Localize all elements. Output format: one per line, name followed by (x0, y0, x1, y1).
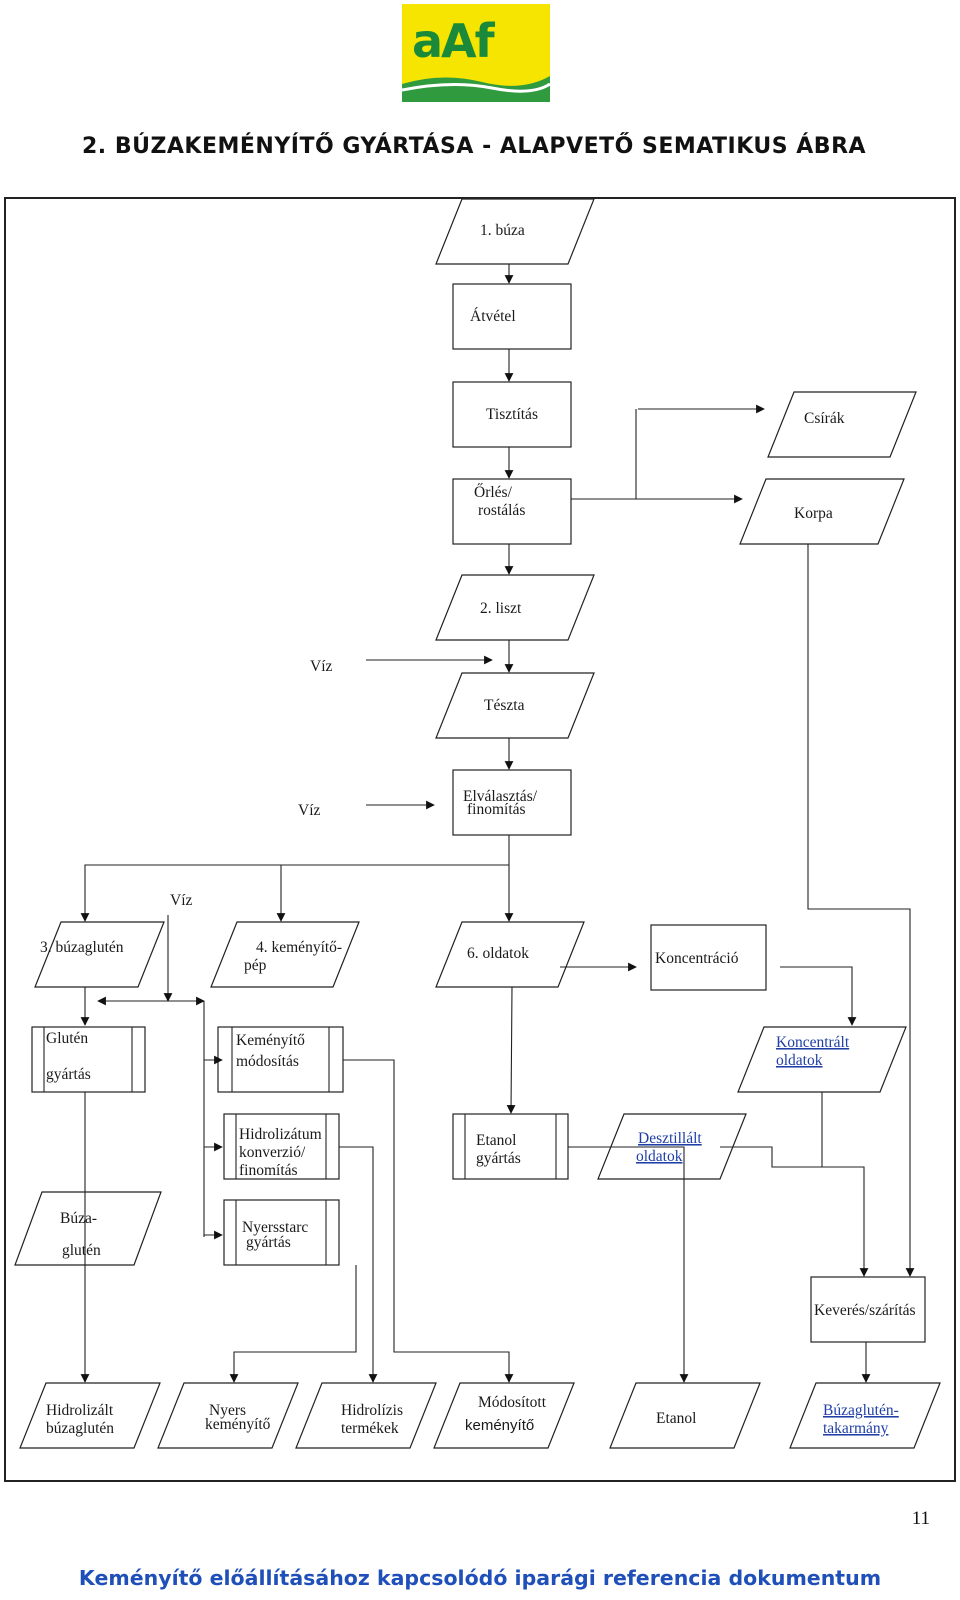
node-elvalasztas-label-1: Elválasztás/ (463, 788, 538, 805)
node-elvalasztas: Elválasztás/ finomítás (452, 769, 572, 836)
arrow-kemmod-out4 (343, 1059, 514, 1383)
output-etanol: Etanol (609, 1382, 761, 1449)
node-buza-gluten: Búza- glutén (14, 1191, 162, 1266)
output-hidrolizis-termekek-label-1: Hidrolízis (341, 1402, 403, 1419)
node-buza-gluten-label-1: Búza- (60, 1210, 97, 1227)
node-buzaglut: 3. búzaglutén (34, 921, 165, 988)
node-keveres-szaritas-label: Keverés/szárítás (814, 1302, 916, 1319)
node-hidrolizatum-label-1: Hidrolizátum (239, 1126, 322, 1143)
node-koncentracio-label: Koncentráció (655, 950, 739, 967)
node-etanol-gyartas: Etanol gyártás (452, 1113, 569, 1180)
output-nyers-kemenyito: Nyers keményítő (157, 1382, 299, 1449)
node-kemenyito-modositas-label-2: módosítás (236, 1053, 299, 1070)
viz-label-3: Víz (170, 892, 193, 909)
arrow-oldatok-etanol (506, 986, 516, 1114)
node-teszta-label: Tészta (484, 697, 525, 714)
line-split (80, 835, 510, 922)
output-etanol-label: Etanol (656, 1410, 696, 1427)
node-keveres-szaritas: Keverés/szárítás (810, 1276, 926, 1343)
node-kemenyito-pep-label-1: 4. keményítő- (256, 939, 342, 956)
page-title: 2. BÚZAKEMÉNYÍTŐ GYÁRTÁSA - ALAPVETŐ SEM… (82, 134, 867, 159)
node-gluten-gyartas: Glutén gyártás (31, 1026, 146, 1093)
output-hidrolizis-termekek: Hidrolízis termékek (295, 1382, 437, 1449)
arrow-nyersstarc-out2 (229, 1265, 357, 1383)
node-csirak-label: Csírák (804, 410, 845, 427)
node-teszta: Tészta (435, 672, 595, 739)
viz-label-2: Víz (298, 802, 321, 819)
node-kemenyito-modositas: Keményítő módosítás (217, 1026, 344, 1093)
node-oldatok-label: 6. oldatok (467, 945, 529, 962)
node-orles-label-2: rostálás (478, 502, 525, 519)
node-koncentracio: Koncentráció (650, 924, 767, 991)
output-hidrolizalt-buzagluten: Hidrolizált búzaglutén (19, 1382, 161, 1449)
node-buza-label: 1. búza (480, 222, 525, 239)
node-korpa-label: Korpa (794, 505, 833, 522)
flowchart: 1. búza Átvétel Tisztítás Csírák Őrlés/ … (4, 197, 956, 1482)
logo-wave-graphic (402, 76, 550, 102)
footer-title: Keményítő előállításához kapcsolódó ipar… (78, 1566, 882, 1590)
flowchart-frame: 1. búza Átvétel Tisztítás Csírák Őrlés/ … (4, 197, 956, 1482)
node-nyersstarc-label-2: gyártás (246, 1234, 291, 1251)
node-gluten-gyartas-label-2: gyártás (46, 1066, 91, 1083)
node-buza: 1. búza (435, 198, 595, 265)
node-koncentralt-oldatok-label-2: oldatok (776, 1052, 823, 1069)
node-desztillalt-oldatok-label-2: oldatok (636, 1148, 683, 1165)
node-atvetel: Átvétel (452, 283, 572, 350)
node-kemenyito-pep-label-2: pép (244, 957, 267, 974)
node-kemenyito-pep: 4. keményítő- pép (210, 921, 360, 988)
node-korpa: Korpa (739, 478, 905, 545)
output-nyers-kemenyito-label-2: keményítő (205, 1416, 271, 1433)
diagram-border (4, 197, 956, 1482)
node-elvalasztas-label-2: finomítás (467, 801, 526, 818)
output-modositott-kemenyito: Módosított keményítő (433, 1382, 575, 1449)
output-hidrolizalt-buzagluten-label-1: Hidrolizált (46, 1402, 114, 1419)
node-orles: Őrlés/ rostálás (452, 478, 572, 545)
node-hidrolizatum-label-3: finomítás (239, 1162, 298, 1179)
output-nyers-kemenyito-label-1: Nyers (209, 1402, 246, 1419)
node-buzaglut-label: 3. búzaglutén (40, 939, 124, 956)
node-etanol-gyartas-label-1: Etanol (476, 1132, 516, 1149)
arrow-deszt-keveres (720, 1146, 869, 1277)
aaf-logo: aAf (402, 4, 550, 102)
output-hidrolizalt-buzagluten-label-2: búzaglutén (46, 1420, 114, 1437)
node-koncentralt-oldatok-label-1: Koncentrált (776, 1034, 850, 1051)
node-tisztitas: Tisztítás (452, 381, 572, 448)
page-number: 11 (911, 1508, 930, 1529)
viz-label-1: Víz (310, 658, 333, 675)
node-csirak: Csírák (767, 391, 917, 458)
node-buza-gluten-label-2: glutén (62, 1242, 101, 1259)
node-liszt-label: 2. liszt (480, 600, 522, 617)
output-hidrolizis-termekek-label-2: termékek (341, 1420, 399, 1437)
output-buzagluten-takarmany-label-2: takarmány (823, 1420, 889, 1437)
arrow-koncentracio-koncentralt (780, 966, 857, 1026)
node-desztillalt-oldatok-label-1: Desztillált (638, 1130, 702, 1147)
connectors (80, 264, 915, 1383)
arrow-hidrolizatum-out3 (339, 1146, 378, 1383)
node-kemenyito-modositas-label-1: Keményítő (236, 1032, 305, 1049)
node-gluten-gyartas-label-1: Glutén (46, 1030, 88, 1047)
node-hidrolizatum: Hidrolizátum konverzió/ finomítás (223, 1113, 340, 1180)
node-oldatok: 6. oldatok (435, 921, 585, 988)
arrow-korpa-keveres (807, 544, 915, 1277)
node-nyersstarc: Nyersstarc gyártás (223, 1199, 340, 1266)
node-atvetel-label: Átvétel (470, 308, 516, 325)
output-buzagluten-takarmany: Búzaglutén- takarmány (789, 1382, 941, 1449)
node-orles-label-1: Őrlés/ (474, 484, 513, 501)
node-koncentralt-oldatok: Koncentrált oldatok (737, 1026, 907, 1093)
arrow-etanol-out5 (568, 1146, 689, 1383)
output-modositott-kemenyito-label-1: Módosított (478, 1394, 547, 1411)
output-modositott-kemenyito-label-2: keményítő (465, 1417, 534, 1434)
node-nyersstarc-label-1: Nyersstarc (242, 1219, 308, 1236)
node-tisztitas-label: Tisztítás (486, 406, 538, 423)
output-buzagluten-takarmany-label-1: Búzaglutén- (823, 1402, 899, 1419)
node-etanol-gyartas-label-2: gyártás (476, 1150, 521, 1167)
logo-text: aAf (412, 14, 495, 68)
node-hidrolizatum-label-2: konverzió/ (239, 1144, 306, 1161)
node-liszt: 2. liszt (435, 574, 595, 641)
